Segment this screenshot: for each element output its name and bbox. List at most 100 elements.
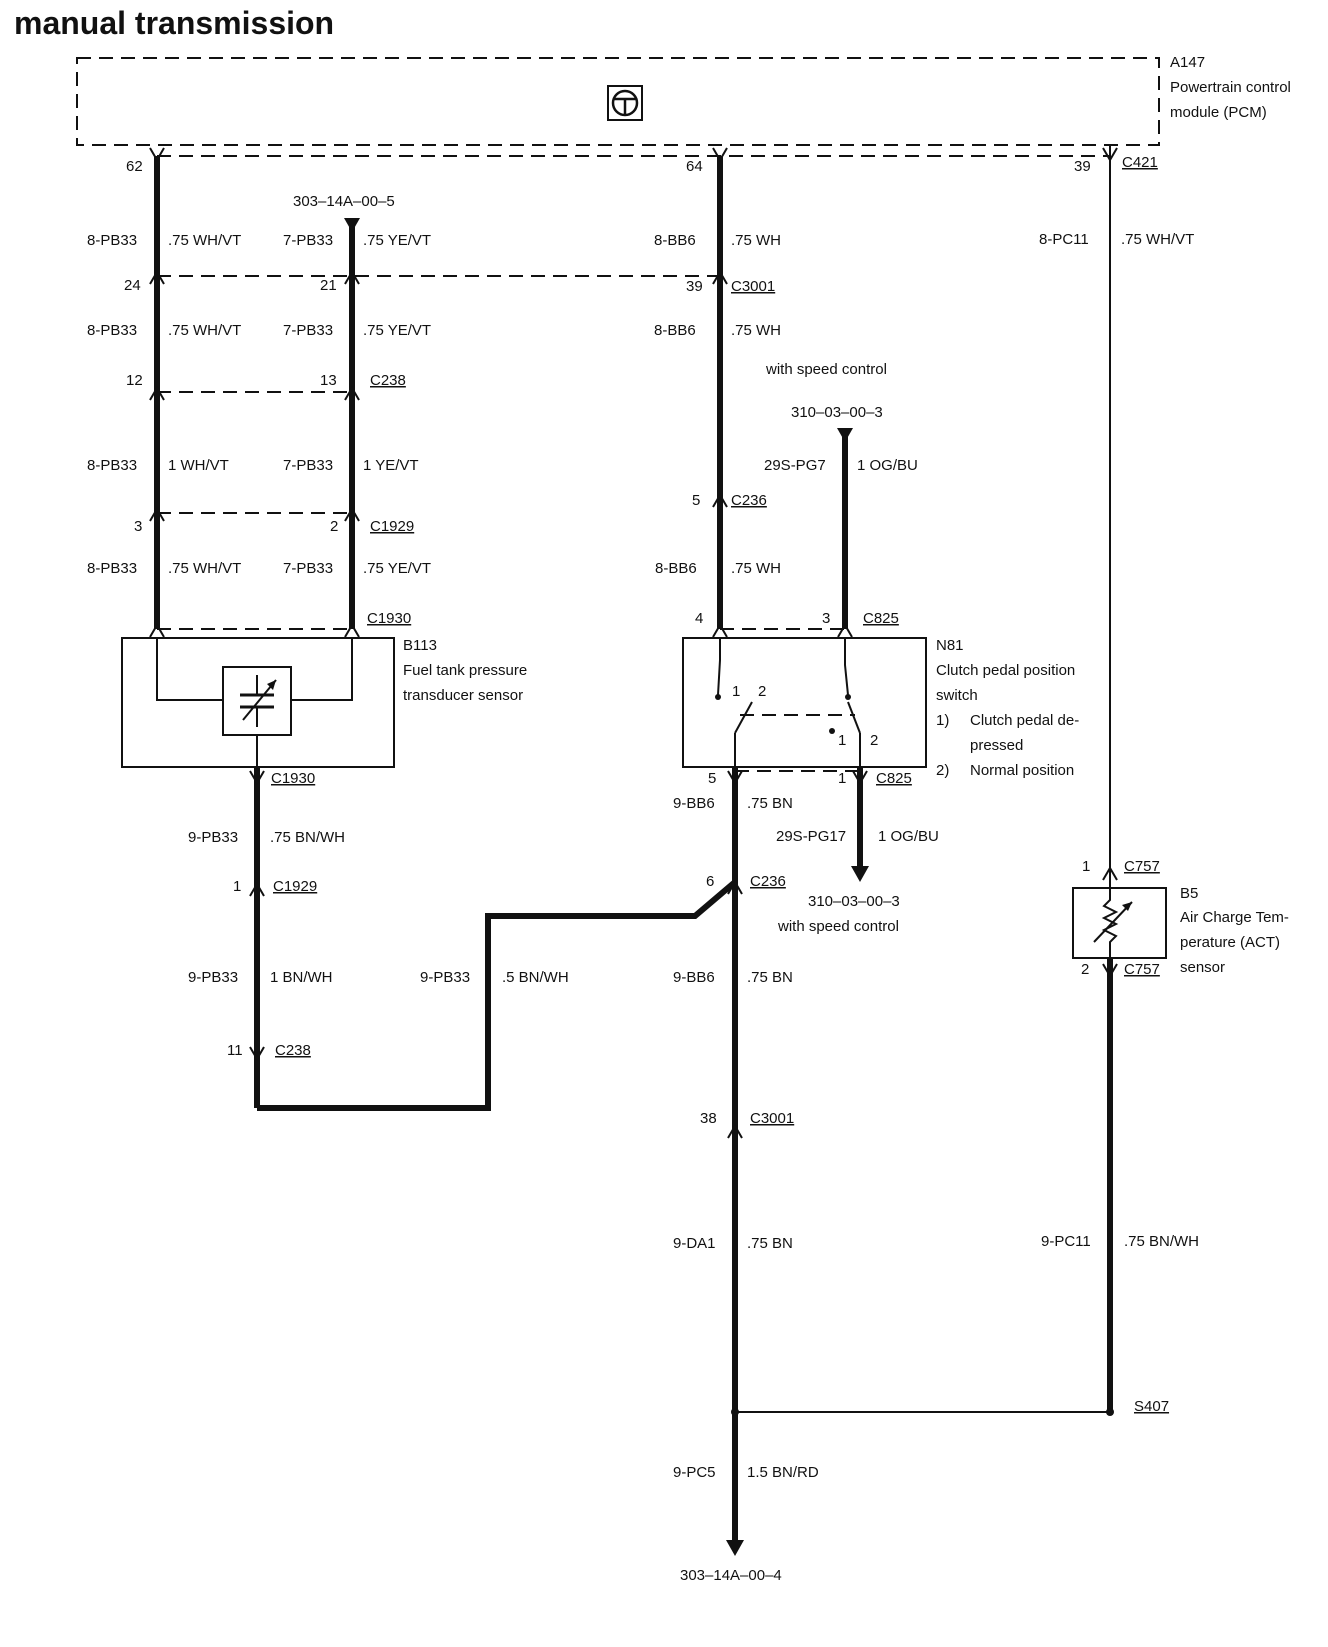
pin-2a: 2 — [330, 518, 338, 535]
n81-switch-box — [682, 637, 927, 768]
wire-w6: .75 YE/VT — [363, 322, 431, 339]
switch-contact-2a: 2 — [758, 683, 766, 700]
n81-note2-line1: Normal position — [970, 762, 1074, 779]
circuit-c7: 8-BB6 — [654, 322, 696, 339]
pin-39: 39 — [686, 278, 703, 295]
pcm-module-box — [76, 57, 1160, 146]
b113-internal-wire-right — [291, 638, 353, 701]
wire-w12: .75 YE/VT — [363, 560, 431, 577]
pin-38: 38 — [700, 1110, 717, 1127]
pin-11: 11 — [227, 1042, 243, 1059]
wire-second-column-group — [344, 218, 360, 638]
circuit-c13: 8-BB6 — [655, 560, 697, 577]
wire-left-group — [149, 147, 165, 638]
n81-note1-line1: Clutch pedal de- — [970, 712, 1079, 729]
wire-w14: .75 BN/WH — [270, 829, 345, 846]
wire-w17: 1 BN/WH — [270, 969, 333, 986]
circuit-c17: 9-PB33 — [188, 969, 238, 986]
connector-c236-top: C236 — [731, 492, 767, 509]
b5-name-line2: perature (ACT) — [1180, 934, 1280, 951]
pcm-pin-left: 62 — [126, 158, 143, 175]
circuit-c18: 9-PB33 — [420, 969, 470, 986]
ref-top: 303–14A–00–5 — [293, 193, 395, 210]
circuit-c5: 8-PB33 — [87, 322, 137, 339]
pin-1b: 1 — [233, 878, 241, 895]
connector-c825-bottom: C825 — [876, 770, 912, 787]
pin-13: 13 — [320, 372, 337, 389]
b5-name-line1: Air Charge Tem- — [1180, 909, 1289, 926]
switch-contact-1a: 1 — [732, 683, 740, 700]
b5-sensor-box — [1072, 887, 1167, 959]
thermistor-icon — [1093, 888, 1133, 958]
wire-w16: 1 OG/BU — [878, 828, 939, 845]
connector-c1929-top: C1929 — [370, 518, 414, 535]
wire-right-group — [1102, 145, 1118, 1412]
clutch-switch-icon — [715, 638, 861, 767]
wire-b113-lower-group — [249, 767, 737, 1111]
connector-c757-top: C757 — [1124, 858, 1160, 875]
pin-5a: 5 — [692, 492, 700, 509]
circuit-c15: 9-BB6 — [673, 795, 715, 812]
circuit-c16: 29S-PG17 — [776, 828, 846, 845]
pcm-symbol-icon — [607, 85, 643, 121]
n81-note2-num: 2) — [936, 762, 949, 779]
splice-dot-right — [1106, 1408, 1114, 1416]
wire-w5: .75 WH/VT — [168, 322, 241, 339]
b113-name-line1: Fuel tank pressure — [403, 662, 527, 679]
circuit-c2: 7-PB33 — [283, 232, 333, 249]
circuit-c22: 9-PC5 — [673, 1464, 716, 1481]
circuit-c10: 29S-PG7 — [764, 457, 826, 474]
b113-id: B113 — [403, 637, 437, 654]
circuit-c6: 7-PB33 — [283, 322, 333, 339]
connector-c236-bottom: C236 — [750, 873, 786, 890]
pressure-transducer-icon — [222, 666, 292, 736]
pcm-name-line2: module (PCM) — [1170, 104, 1267, 121]
circuit-c8: 8-PB33 — [87, 457, 137, 474]
wire-w3: .75 WH — [731, 232, 781, 249]
wire-w13: .75 WH — [731, 560, 781, 577]
wire-w21: .75 BN/WH — [1124, 1233, 1199, 1250]
connector-c1930-bottom: C1930 — [271, 770, 315, 787]
n81-name-line2: switch — [936, 687, 978, 704]
circuit-c9: 7-PB33 — [283, 457, 333, 474]
circuit-c3: 8-BB6 — [654, 232, 696, 249]
wire-w10: 1 OG/BU — [857, 457, 918, 474]
n81-note1-num: 1) — [936, 712, 949, 729]
n81-id: N81 — [936, 637, 964, 654]
wire-speed-control-group — [837, 428, 853, 638]
splice-s407: S407 — [1134, 1398, 1169, 1415]
wire-w2: .75 YE/VT — [363, 232, 431, 249]
b113-name-line2: transducer sensor — [403, 687, 523, 704]
wire-w9: 1 YE/VT — [363, 457, 419, 474]
ref-speed-top: 310–03–00–3 — [791, 404, 883, 421]
splice-dot-left — [731, 1408, 739, 1416]
wire-w15: .75 BN — [747, 795, 793, 812]
pin-5b: 5 — [708, 770, 716, 787]
ref-bottom: 303–14A–00–4 — [680, 1567, 782, 1584]
pin-12: 12 — [126, 372, 143, 389]
ref-speed-bottom: 310–03–00–3 — [808, 893, 900, 910]
circuit-c20: 9-DA1 — [673, 1235, 716, 1252]
connector-c3001-bottom: C3001 — [750, 1110, 794, 1127]
pin-1c: 1 — [1082, 858, 1090, 875]
wire-w19: .75 BN — [747, 969, 793, 986]
pin-2b: 2 — [1081, 961, 1089, 978]
pin-21: 21 — [320, 277, 337, 294]
circuit-c19: 9-BB6 — [673, 969, 715, 986]
connector-c1929-bottom: C1929 — [273, 878, 317, 895]
connector-c825-top: C825 — [863, 610, 899, 627]
pin-4: 4 — [695, 610, 703, 627]
wire-w7: .75 WH — [731, 322, 781, 339]
circuit-c21: 9-PC11 — [1041, 1233, 1091, 1250]
circuit-c12: 7-PB33 — [283, 560, 333, 577]
circuit-c4: 8-PC11 — [1039, 231, 1089, 248]
wire-w22: 1.5 BN/RD — [747, 1464, 819, 1481]
connector-c238-bottom: C238 — [275, 1042, 311, 1059]
wire-w4: .75 WH/VT — [1121, 231, 1194, 248]
b5-name-line3: sensor — [1180, 959, 1225, 976]
pin-24: 24 — [124, 277, 141, 294]
n81-name-line1: Clutch pedal position — [936, 662, 1075, 679]
connector-c421: C421 — [1122, 154, 1158, 171]
switch-contact-2b: 2 — [870, 732, 878, 749]
